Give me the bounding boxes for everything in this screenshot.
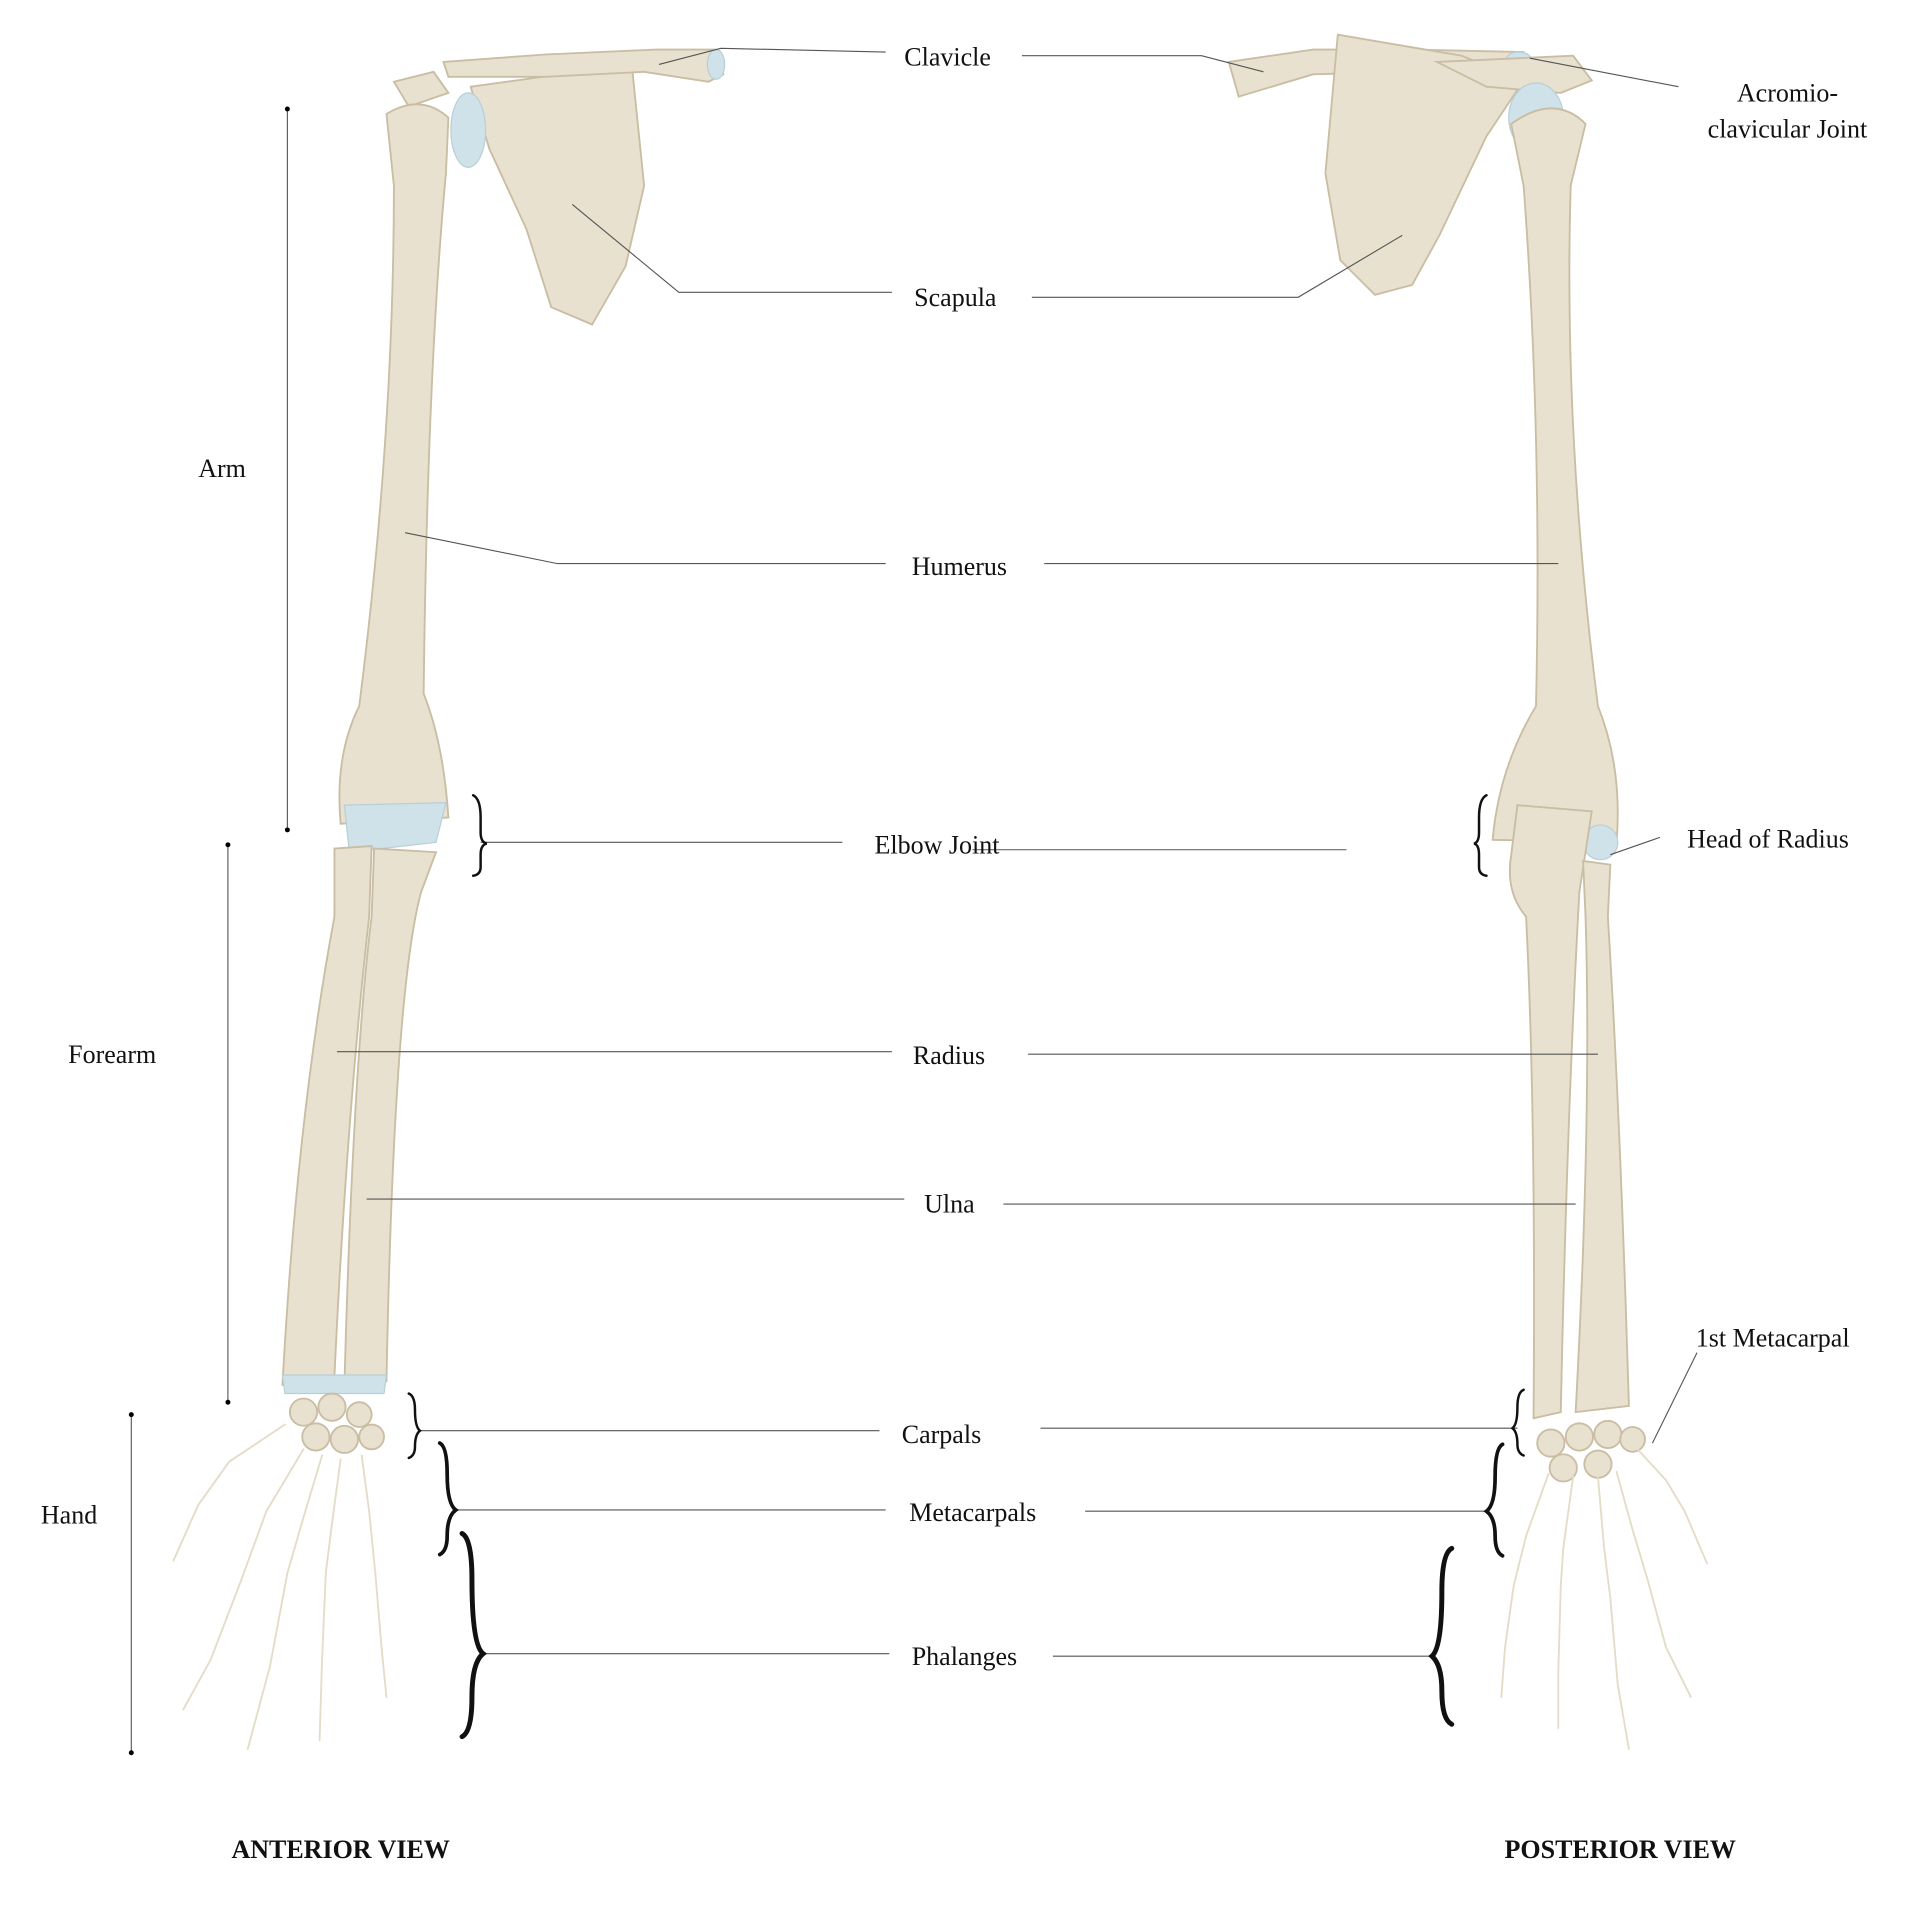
braces bbox=[407, 794, 1525, 1740]
anterior-scapula bbox=[469, 63, 646, 326]
anterior-acromion bbox=[392, 70, 450, 108]
label-radius: Radius bbox=[913, 1041, 985, 1070]
anterior-humerus bbox=[338, 103, 450, 825]
posterior-view-title: POSTERIOR VIEW bbox=[1505, 1835, 1736, 1864]
label-metacarpals: Metacarpals bbox=[909, 1498, 1036, 1527]
label-head-of-radius: Head of Radius bbox=[1687, 824, 1849, 853]
anterior-fingers bbox=[172, 1423, 388, 1750]
label-ulna: Ulna bbox=[924, 1190, 975, 1219]
region-hand: Hand bbox=[41, 1501, 97, 1530]
wrist-cartilage-anterior bbox=[281, 1374, 388, 1395]
posterior-fingers bbox=[1500, 1448, 1708, 1750]
posterior-skeleton bbox=[1227, 33, 1708, 1750]
posterior-carpals bbox=[1536, 1419, 1646, 1483]
label-phalanges: Phalanges bbox=[912, 1642, 1017, 1671]
anterior-ulna bbox=[343, 847, 438, 1389]
posterior-ulna bbox=[1508, 804, 1593, 1420]
anterior-skeleton bbox=[172, 48, 726, 1750]
label-elbow-joint: Elbow Joint bbox=[875, 830, 1001, 859]
clavicle-cartilage bbox=[706, 48, 726, 80]
posterior-radius bbox=[1574, 859, 1630, 1414]
anterior-carpals bbox=[288, 1392, 385, 1454]
glenoid-cartilage bbox=[450, 92, 487, 168]
label-scapula: Scapula bbox=[914, 283, 997, 312]
label-acromioclavicular-1: Acromio- bbox=[1737, 79, 1838, 108]
posterior-acromion bbox=[1433, 54, 1594, 94]
region-dimension-lines bbox=[128, 106, 290, 1756]
elbow-cartilage-anterior bbox=[343, 802, 447, 853]
anterior-view-title: ANTERIOR VIEW bbox=[231, 1835, 449, 1864]
region-arm: Arm bbox=[198, 454, 246, 483]
leader-lines bbox=[336, 47, 1698, 1657]
region-forearm: Forearm bbox=[68, 1040, 156, 1069]
label-first-metacarpal: 1st Metacarpal bbox=[1696, 1323, 1850, 1352]
label-humerus: Humerus bbox=[912, 552, 1007, 581]
label-clavicle: Clavicle bbox=[904, 43, 991, 72]
posterior-humerus bbox=[1491, 107, 1619, 844]
label-carpals: Carpals bbox=[902, 1420, 981, 1449]
label-acromioclavicular-2: clavicular Joint bbox=[1708, 114, 1868, 143]
